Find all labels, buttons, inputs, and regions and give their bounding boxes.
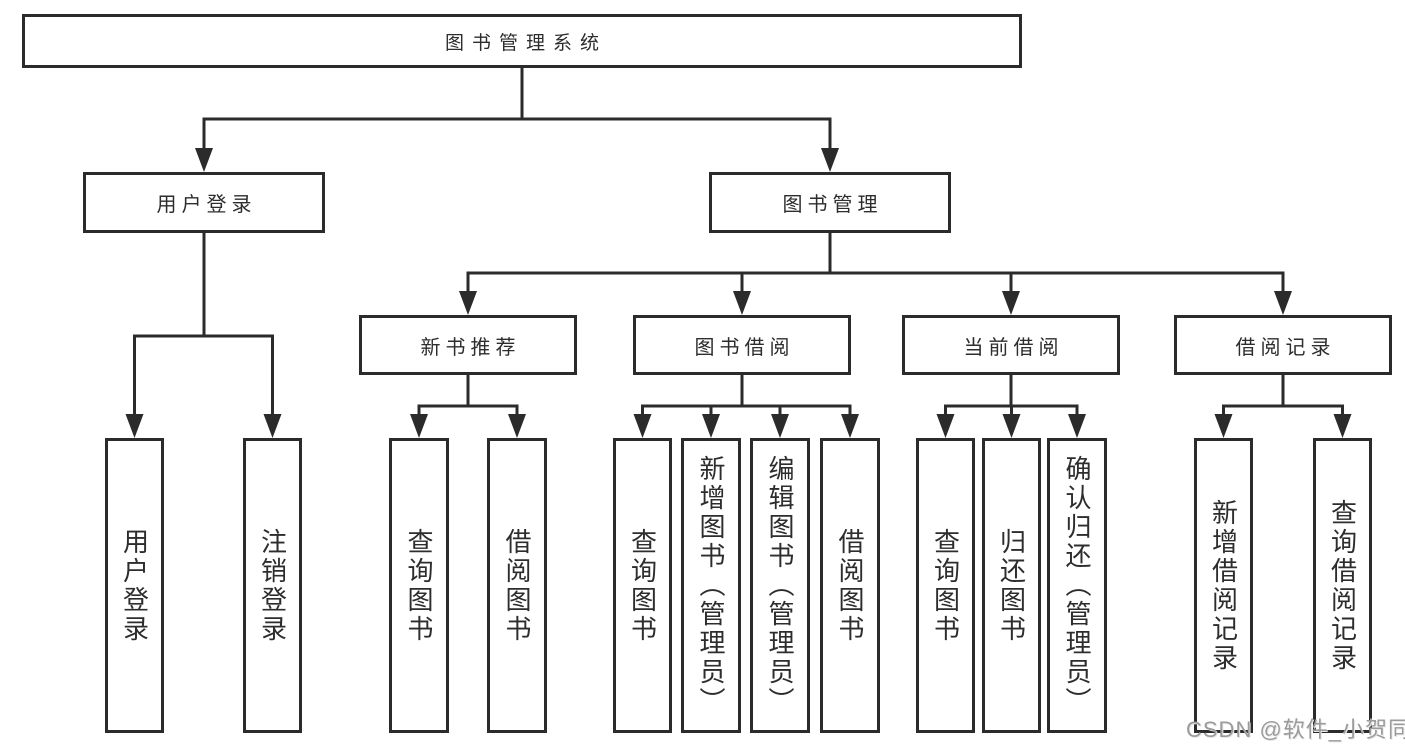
node-new-book-recommendation: 新书推荐 — [359, 315, 577, 375]
node-borrowing-records: 借阅记录 — [1174, 315, 1392, 375]
leaf-add-borrow-record: 新增借阅记录 — [1194, 438, 1253, 733]
leaf-query-borrow-record: 查询借阅记录 — [1313, 438, 1372, 733]
connector-recommendation-to-leaves — [410, 375, 526, 438]
connector-borrowing-to-leaves — [633, 375, 859, 438]
connector-book-management-to-level3 — [459, 233, 1292, 315]
leaf-query-books-borrowing: 查询图书 — [613, 438, 672, 733]
leaf-add-book-admin: 新增图书（管理员） — [681, 438, 741, 733]
node-book-management: 图书管理 — [709, 172, 951, 233]
node-library-management-system: 图书管理系统 — [22, 14, 1022, 68]
leaf-query-books-recommend: 查询图书 — [389, 438, 449, 733]
node-user-login: 用户登录 — [83, 172, 325, 233]
leaf-confirm-return-admin: 确认归还（管理员） — [1047, 438, 1107, 733]
leaf-return-book: 归还图书 — [982, 438, 1041, 733]
node-current-borrowing: 当前借阅 — [902, 315, 1120, 375]
leaf-user-login: 用户登录 — [105, 438, 164, 733]
node-book-borrowing: 图书借阅 — [633, 315, 851, 375]
connector-root-to-level2 — [195, 68, 839, 172]
connector-user-login-to-leaves — [125, 233, 282, 438]
connector-records-to-leaves — [1214, 375, 1352, 438]
leaf-borrow-books-borrowing: 借阅图书 — [820, 438, 880, 733]
leaf-edit-book-admin: 编辑图书（管理员） — [750, 438, 810, 733]
leaf-query-books-current: 查询图书 — [916, 438, 975, 733]
connector-current-to-leaves — [936, 375, 1086, 438]
leaf-logout: 注销登录 — [243, 438, 302, 733]
leaf-borrow-books-recommend: 借阅图书 — [487, 438, 547, 733]
csdn-watermark: CSDN @软件_小贺同学 — [1186, 717, 1405, 742]
